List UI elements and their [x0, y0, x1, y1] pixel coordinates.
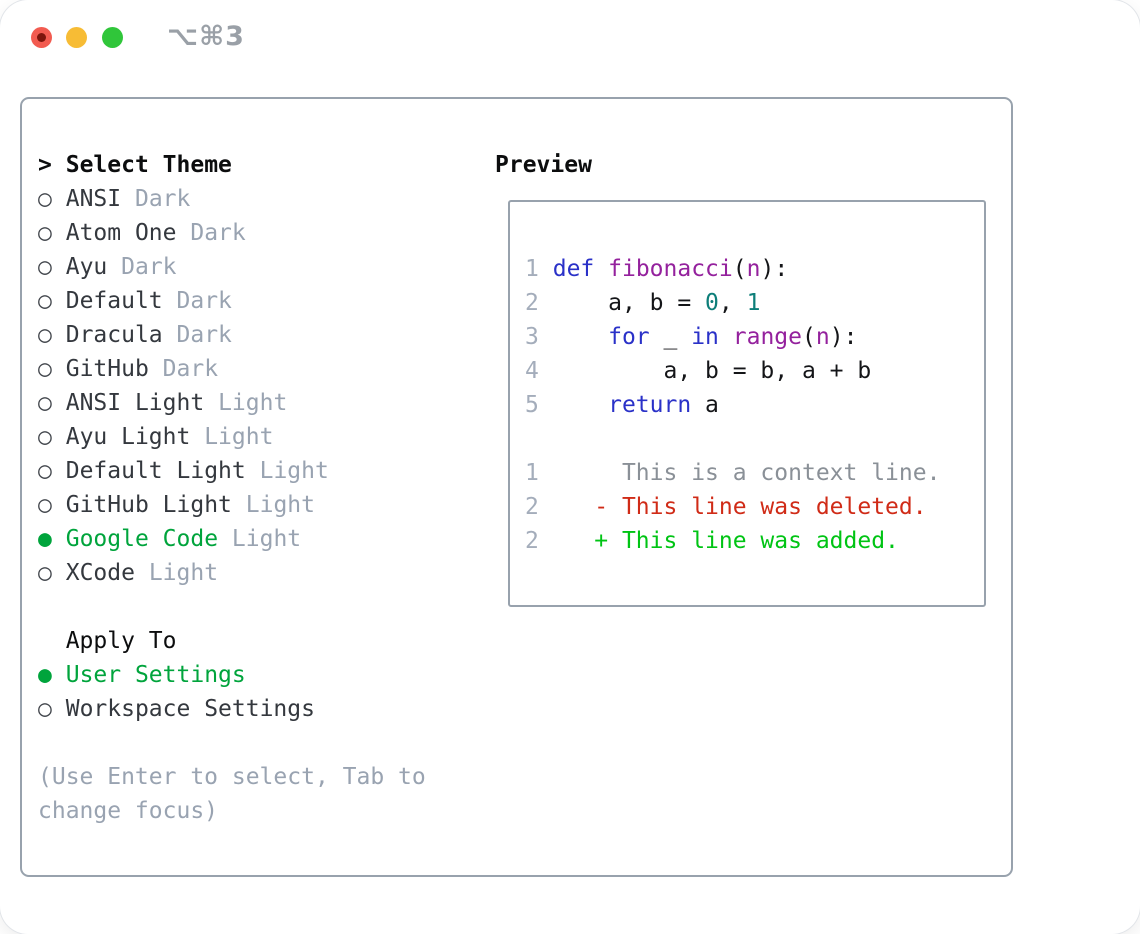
code-line: 3 for _ in range(n):	[525, 324, 858, 350]
radio-unselected-icon: ○	[38, 322, 52, 348]
prompt-caret-icon: >	[38, 152, 52, 178]
theme-name: GitHub	[65, 356, 149, 382]
code-line: 1 def fibonacci(n):	[525, 256, 789, 282]
line-number: 2	[525, 494, 539, 520]
theme-option-github-light[interactable]: ○ GitHub Light Light	[38, 488, 426, 522]
apply-to-list: ● User Settings○ Workspace Settings	[38, 658, 426, 726]
theme-option-xcode[interactable]: ○ XCode Light	[38, 556, 426, 590]
line-number: 1	[525, 460, 539, 486]
theme-name: GitHub Light	[65, 492, 232, 518]
theme-variant-badge: Light	[218, 390, 288, 416]
zoom-button[interactable]	[102, 27, 123, 48]
apply-option-label: Workspace Settings	[65, 696, 315, 722]
theme-option-github[interactable]: ○ GitHub Dark	[38, 352, 426, 386]
radio-unselected-icon: ○	[38, 220, 52, 246]
theme-option-default-light[interactable]: ○ Default Light Light	[38, 454, 426, 488]
theme-variant-badge: Dark	[121, 254, 177, 280]
line-number: 4	[525, 358, 539, 384]
theme-option-ansi[interactable]: ○ ANSI Dark	[38, 182, 426, 216]
spacer	[525, 422, 984, 456]
radio-unselected-icon: ○	[38, 458, 52, 484]
theme-option-default[interactable]: ○ Default Dark	[38, 284, 426, 318]
theme-variant-badge: Light	[204, 424, 274, 450]
theme-variant-badge: Light	[231, 526, 302, 552]
code-line: 4 a, b = b, a + b	[525, 358, 872, 384]
theme-variant-badge: Light	[245, 492, 315, 518]
line-number: 1	[525, 256, 539, 282]
theme-name: Google Code	[65, 526, 219, 552]
select-theme-header: > Select Theme	[38, 148, 426, 182]
theme-name: Default	[65, 288, 163, 314]
code-preview: 1 def fibonacci(n): 2 a, b = 0, 1 3 for _ …	[525, 252, 984, 422]
theme-name: ANSI	[65, 186, 122, 212]
theme-list: ○ ANSI Dark○ Atom One Dark○ Ayu Dark○ De…	[38, 182, 426, 590]
diff-preview: 1 This is a context line. 2 - This line w…	[525, 456, 984, 558]
theme-name: Ayu	[65, 254, 108, 280]
radio-unselected-icon: ○	[38, 288, 52, 314]
theme-name: XCode	[65, 560, 135, 586]
radio-unselected-icon: ○	[38, 424, 52, 450]
theme-name: ANSI Light	[65, 390, 205, 416]
radio-unselected-icon: ○	[38, 254, 52, 280]
radio-unselected-icon: ○	[38, 356, 52, 382]
titlebar: ⌥⌘3	[0, 0, 1140, 76]
code-line: 2 a, b = 0, 1	[525, 290, 761, 316]
diff-line-context: 1 This is a context line.	[525, 460, 941, 486]
diff-line-added: 2 + This line was added.	[525, 528, 899, 554]
close-button[interactable]	[31, 27, 52, 48]
theme-variant-badge: Light	[148, 560, 219, 586]
theme-option-ayu[interactable]: ○ Ayu Dark	[38, 250, 426, 284]
theme-variant-badge: Dark	[176, 288, 232, 314]
apply-to-header: Apply To	[65, 628, 177, 654]
select-theme-title: Select Theme	[65, 152, 232, 178]
hint-line-2: change focus)	[38, 798, 219, 824]
close-button-dot-icon	[37, 33, 46, 42]
theme-name: Ayu Light	[65, 424, 191, 450]
line-number: 3	[525, 324, 539, 350]
line-number: 2	[525, 528, 539, 554]
window-title: ⌥⌘3	[167, 21, 245, 52]
line-number: 2	[525, 290, 539, 316]
theme-variant-badge: Dark	[190, 220, 246, 246]
radio-unselected-icon: ○	[38, 492, 52, 518]
apply-option-label: User Settings	[65, 662, 246, 688]
theme-option-atom-one[interactable]: ○ Atom One Dark	[38, 216, 426, 250]
radio-unselected-icon: ○	[38, 560, 52, 586]
spacer	[38, 726, 426, 760]
apply-option-user-settings[interactable]: ● User Settings	[38, 658, 426, 692]
theme-variant-badge: Dark	[134, 186, 191, 212]
minimize-button[interactable]	[66, 27, 87, 48]
theme-option-google-code[interactable]: ● Google Code Light	[38, 522, 426, 556]
theme-name: Default Light	[65, 458, 246, 484]
radio-selected-icon: ●	[38, 662, 52, 688]
radio-selected-icon: ●	[38, 526, 52, 552]
theme-variant-badge: Dark	[176, 322, 232, 348]
hint-line-1: (Use Enter to select, Tab to	[38, 764, 426, 790]
theme-name: Dracula	[65, 322, 163, 348]
code-line: 5 return a	[525, 392, 719, 418]
theme-name: Atom One	[65, 220, 177, 246]
apply-option-workspace-settings[interactable]: ○ Workspace Settings	[38, 692, 426, 726]
theme-variant-badge: Light	[259, 458, 329, 484]
theme-panel: > Select Theme ○ ANSI Dark○ Atom One Dar…	[38, 148, 426, 828]
preview-header: Preview	[495, 152, 592, 178]
theme-option-ayu-light[interactable]: ○ Ayu Light Light	[38, 420, 426, 454]
preview-pane: 1 def fibonacci(n): 2 a, b = 0, 1 3 for _ …	[508, 200, 986, 607]
diff-line-deleted: 2 - This line was deleted.	[525, 494, 927, 520]
theme-option-ansi-light[interactable]: ○ ANSI Light Light	[38, 386, 426, 420]
radio-unselected-icon: ○	[38, 186, 52, 212]
radio-unselected-icon: ○	[38, 390, 52, 416]
radio-unselected-icon: ○	[38, 696, 52, 722]
spacer	[38, 590, 426, 624]
theme-selector-dialog: > Select Theme ○ ANSI Dark○ Atom One Dar…	[20, 97, 1013, 877]
line-number: 5	[525, 392, 539, 418]
theme-variant-badge: Dark	[162, 356, 219, 382]
theme-option-dracula[interactable]: ○ Dracula Dark	[38, 318, 426, 352]
